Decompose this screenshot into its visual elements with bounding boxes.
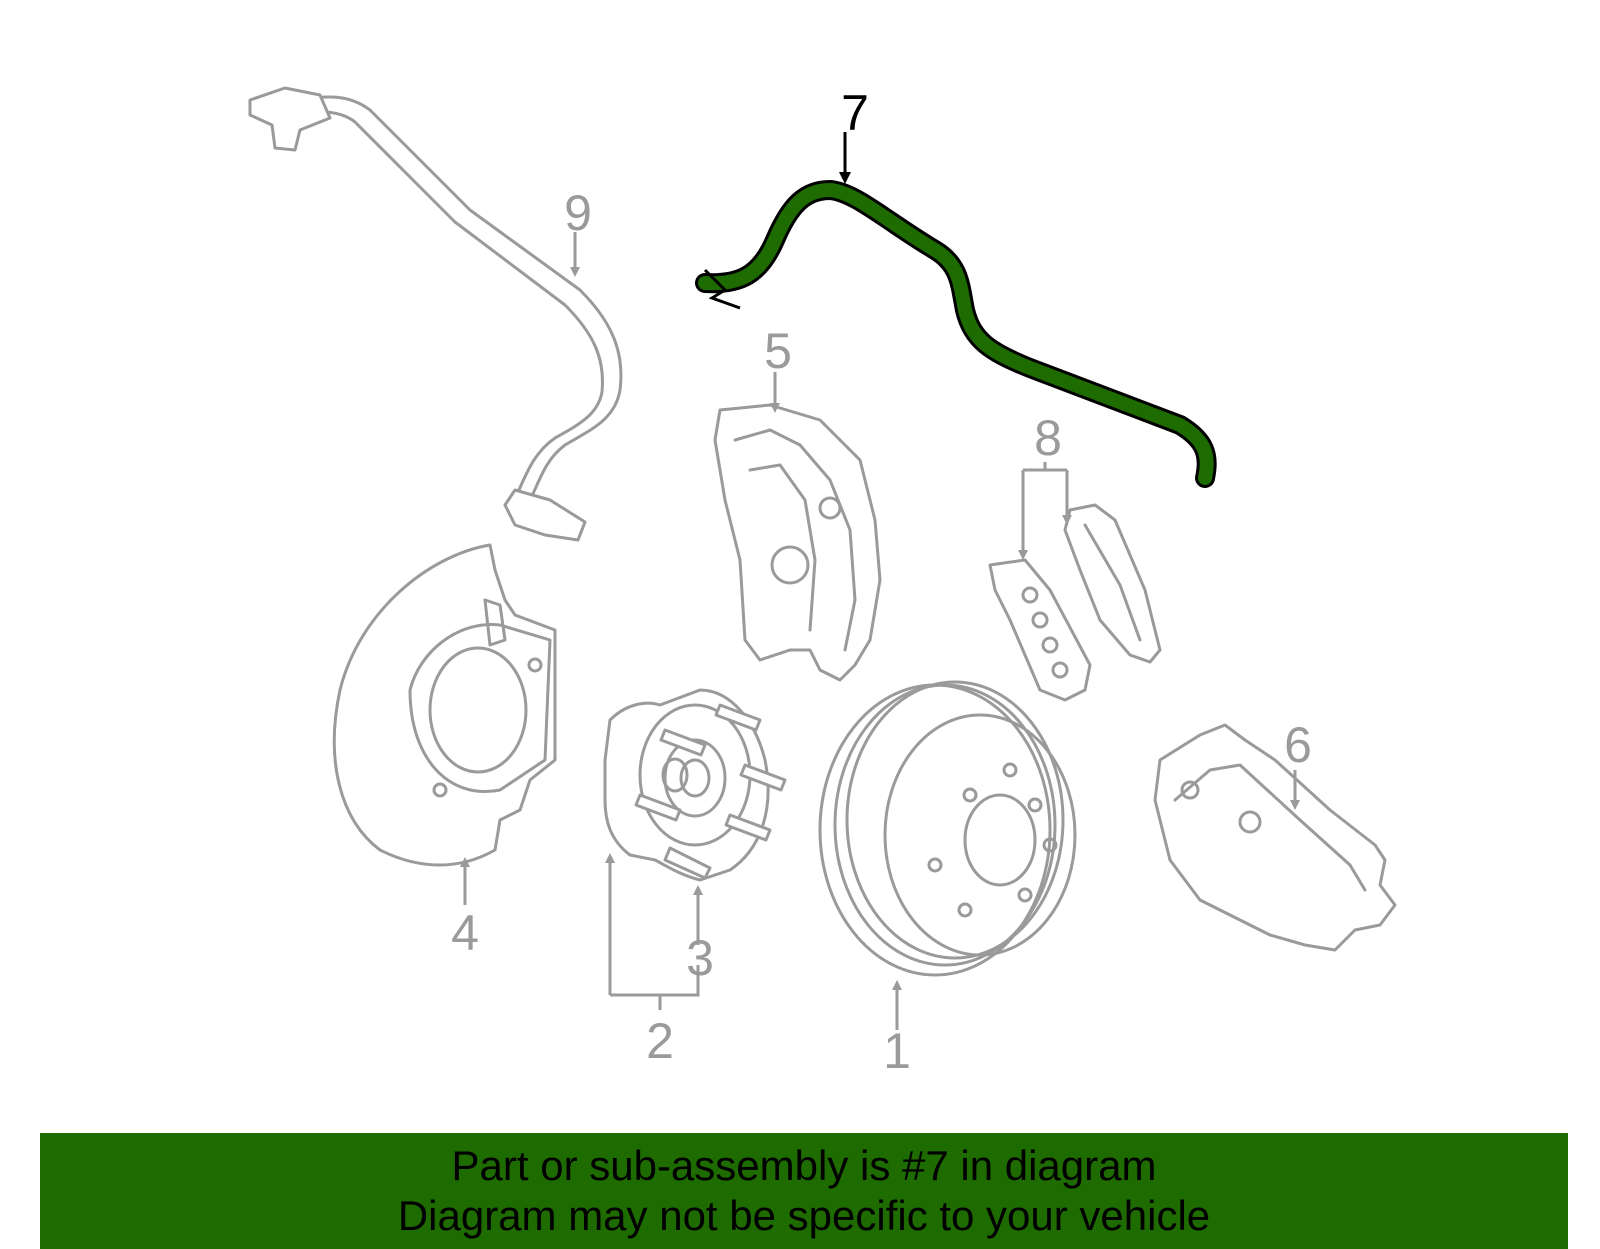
part-7-hose-fill [698,183,1214,485]
part-1-rotor[interactable] [818,680,1077,977]
banner-line-2: Diagram may not be specific to your vehi… [397,1192,1211,1239]
part-5-caliper[interactable] [713,403,882,682]
callout-3[interactable]: 3 [686,930,714,986]
info-banner: Part or sub-assembly is #7 in diagram Di… [40,1133,1568,1249]
part-7-brake-hose[interactable] [695,180,1217,488]
callout-9[interactable]: 9 [564,185,592,241]
callout-5[interactable]: 5 [764,323,792,379]
callout-8[interactable]: 8 [1034,410,1062,466]
callout-2[interactable]: 2 [646,1013,674,1069]
callout-numbers: 7 9 5 8 6 4 3 2 1 [451,85,1312,1079]
callout-4[interactable]: 4 [451,905,479,961]
callout-1[interactable]: 1 [883,1023,911,1079]
callout-6[interactable]: 6 [1284,717,1312,773]
banner-line-1: Part or sub-assembly is #7 in diagram [451,1142,1157,1189]
part-9-wheel-speed-sensor[interactable] [248,86,623,542]
callout-leaders [460,132,1300,1030]
part-4-splash-shield[interactable] [332,543,557,867]
callout-7[interactable]: 7 [841,85,869,141]
part-3-wheel-studs[interactable] [634,703,787,880]
part-8-brake-pads[interactable] [988,503,1162,702]
part-6-caliper-bracket[interactable] [1153,723,1397,952]
